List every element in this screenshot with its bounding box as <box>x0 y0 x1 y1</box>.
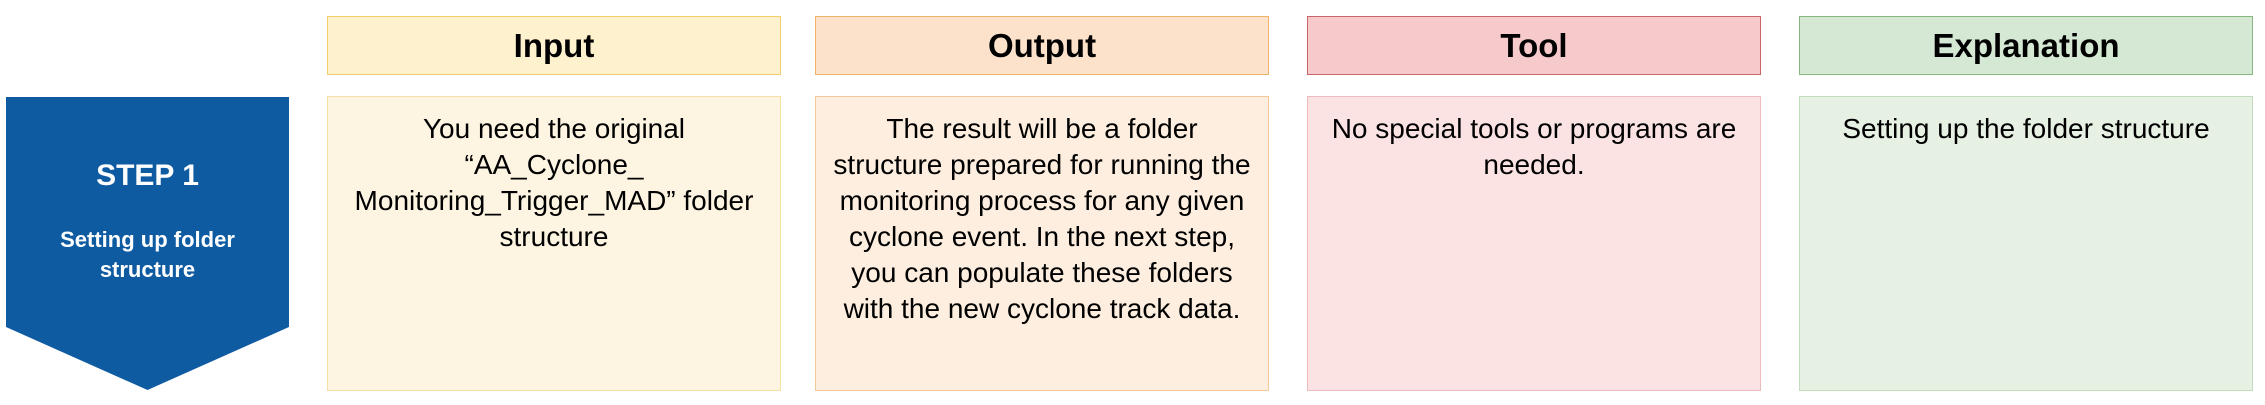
output-header: Output <box>815 16 1269 75</box>
step-subtitle: Setting up folder structure <box>36 225 259 285</box>
step-subtitle-line-1: Setting up folder <box>60 227 235 252</box>
step-arrow-shape: STEP 1 Setting up folder structure <box>6 97 289 390</box>
input-header: Input <box>327 16 781 75</box>
step-title: STEP 1 <box>96 159 199 192</box>
input-body: You need the original “AA_Cyclone_ Monit… <box>327 96 781 391</box>
chevron-down-shape <box>6 97 289 390</box>
tool-body: No special tools or programs are needed. <box>1307 96 1761 391</box>
tool-header: Tool <box>1307 16 1761 75</box>
explanation-header: Explanation <box>1799 16 2253 75</box>
explanation-body: Setting up the folder structure <box>1799 96 2253 391</box>
output-body: The result will be a folder structure pr… <box>815 96 1269 391</box>
step-subtitle-line-2: structure <box>99 257 196 282</box>
